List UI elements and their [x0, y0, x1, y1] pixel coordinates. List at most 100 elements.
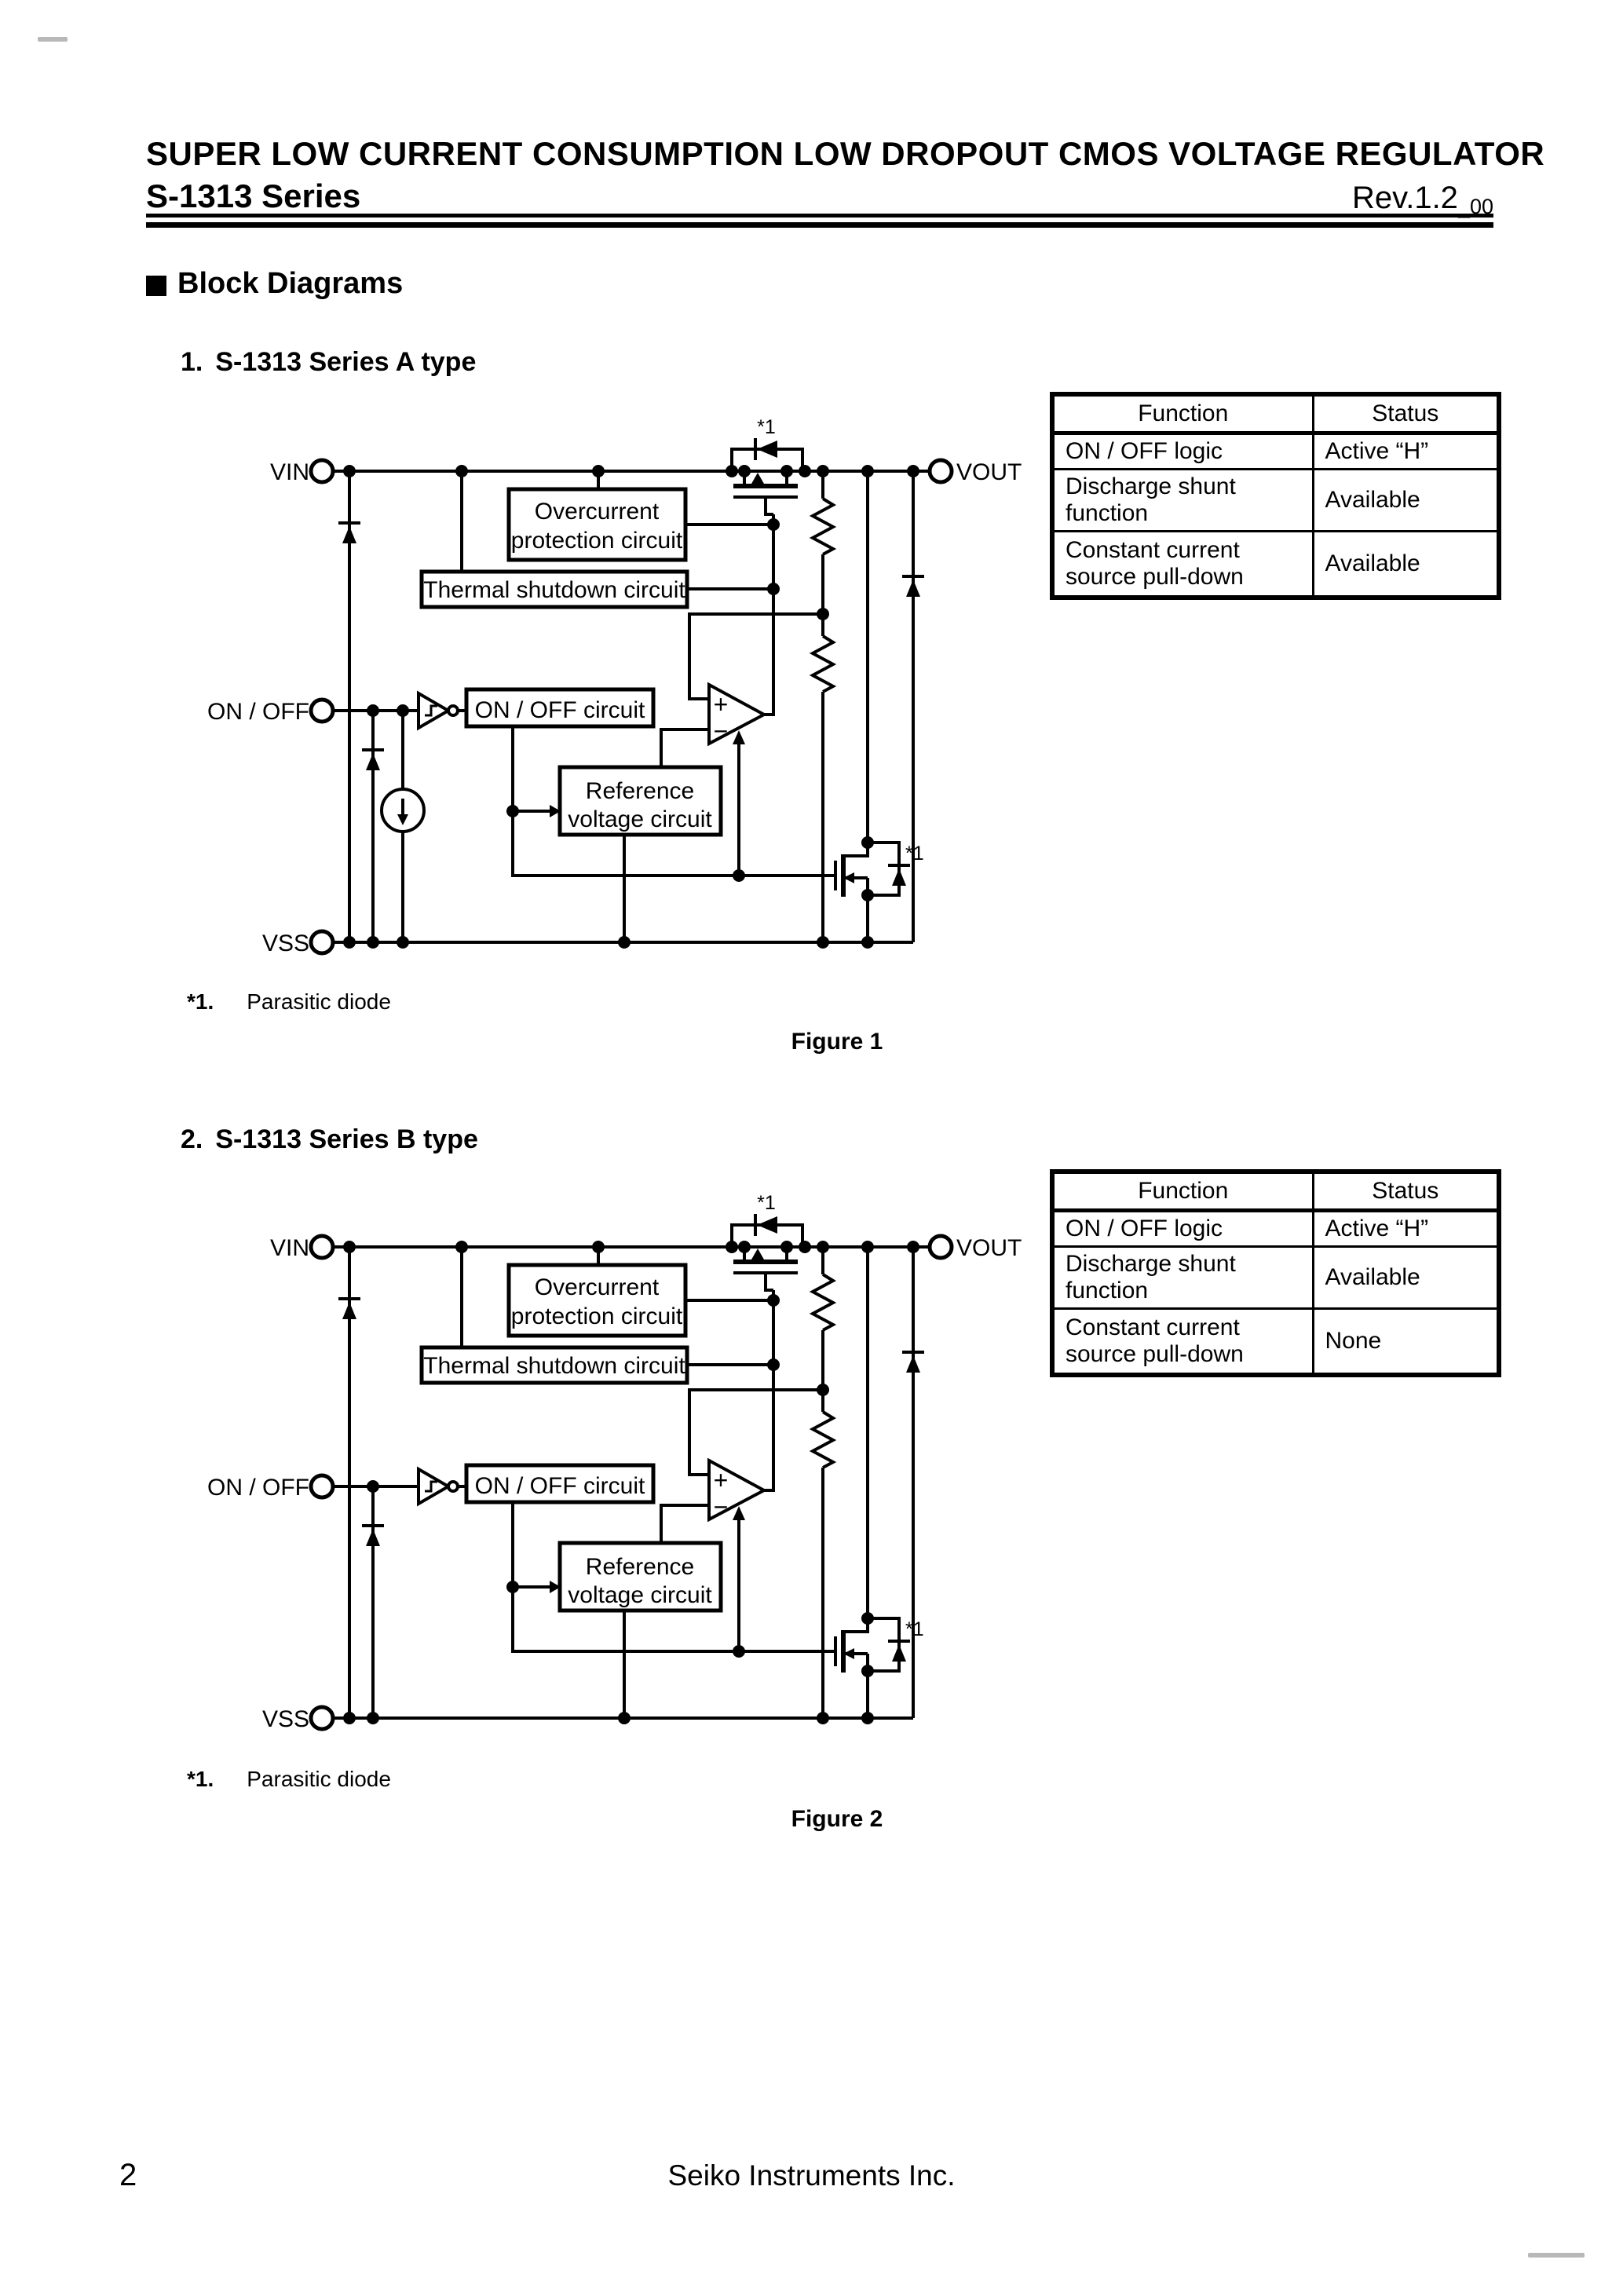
rail-diode-icon — [342, 526, 356, 543]
wires — [333, 438, 930, 944]
schmitt-inverter-icon — [417, 1466, 459, 1507]
thermal-shutdown-box — [419, 569, 689, 609]
vss-terminal — [309, 1705, 335, 1731]
figure2-heading-text: S-1313 Series B type — [215, 1124, 478, 1154]
figure2-caption: Figure 2 — [791, 1806, 883, 1832]
pmos-arrow-icon — [751, 1249, 764, 1260]
table2-row1-function: ON / OFF logic — [1051, 1209, 1314, 1248]
onoff-diode-icon — [366, 753, 380, 770]
onoff-circuit-box — [464, 1463, 656, 1504]
footer-company: Seiko Instruments Inc. — [667, 2159, 956, 2192]
parasitic-ref-top: *1 — [757, 1192, 776, 1214]
table2-row1-status: Active “H” — [1311, 1209, 1501, 1248]
header-rule-bottom — [146, 222, 1493, 228]
table-row: Constant current source pull-down None — [1051, 1307, 1501, 1377]
block-boxes — [419, 487, 723, 837]
thermal-label: Thermal shutdown circuit — [423, 1353, 685, 1379]
nmos-source-arrow-icon — [843, 1648, 854, 1659]
parasitic-diode-top-icon — [757, 1216, 777, 1234]
figure2-note: *1. Parasitic diode — [187, 1767, 391, 1792]
vss-label: VSS — [262, 930, 309, 956]
opamp-enable-arrow-icon — [733, 730, 745, 744]
parasitic-ref-bottom: *1 — [905, 843, 924, 865]
nmos-source-arrow-icon — [843, 872, 854, 883]
overcurrent-label-1: Overcurrent — [535, 1274, 660, 1300]
table-row: Discharge shunt function Available — [1051, 1245, 1501, 1310]
reference-input-arrow-icon — [550, 805, 561, 817]
onoff-diode-icon — [366, 1529, 380, 1546]
schmitt-inverter-icon — [417, 690, 459, 731]
print-mark-top-left — [38, 37, 68, 42]
opamp-plus-label: + — [714, 690, 729, 718]
onoff-terminal — [309, 697, 335, 724]
opamp-plus-label: + — [714, 1466, 729, 1494]
page-number: 2 — [119, 2158, 137, 2192]
figure1-heading-number: 1. — [181, 347, 203, 377]
onoff-circuit-box — [464, 687, 656, 729]
vss-terminal — [309, 929, 335, 956]
vout-label: VOUT — [956, 1235, 1022, 1261]
figure1-caption: Figure 1 — [791, 1029, 883, 1055]
table2-header-status: Status — [1311, 1170, 1501, 1212]
table-row: Discharge shunt function Available — [1051, 468, 1501, 532]
junction-dots — [343, 1241, 919, 1724]
table-row: Constant current source pull-down Availa… — [1051, 530, 1501, 599]
pmos-arrow-icon — [751, 473, 764, 484]
vin-terminal — [309, 458, 335, 484]
figure1-note-marker: *1. — [187, 989, 214, 1014]
opamp-minus-label: − — [714, 1493, 729, 1521]
vout-terminal — [927, 1234, 954, 1260]
thermal-shutdown-box — [419, 1345, 689, 1385]
vin-terminal — [309, 1234, 335, 1260]
print-mark-bottom-right — [1528, 2253, 1585, 2258]
reference-label-1: Reference — [586, 1554, 694, 1580]
reference-voltage-box — [557, 765, 723, 837]
opamp-enable-arrow-icon — [733, 1506, 745, 1520]
current-source — [380, 704, 426, 949]
onoff-label: ON / OFF — [207, 1475, 309, 1501]
table2-row2-function: Discharge shunt function — [1051, 1245, 1314, 1310]
figure2-note-text: Parasitic diode — [247, 1767, 391, 1791]
reference-label-2: voltage circuit — [568, 1582, 712, 1608]
onoff-circuit-label: ON / OFF circuit — [475, 697, 645, 723]
header-rule-top — [146, 214, 1493, 218]
vout-terminal — [927, 458, 954, 484]
diode-and-arrow-glyphs — [342, 441, 920, 886]
function-status-table-1: Function Status ON / OFF logic Active “H… — [1050, 392, 1501, 600]
table1-row3-function: Constant current source pull-down — [1051, 530, 1314, 599]
onoff-circuit-label: ON / OFF circuit — [475, 1473, 645, 1499]
table2-row2-status: Available — [1311, 1245, 1501, 1310]
figure1-note: *1. Parasitic diode — [187, 989, 391, 1015]
section-bullet-square — [146, 276, 166, 296]
figure1-heading-text: S-1313 Series A type — [215, 347, 477, 377]
table2-row3-status: None — [1311, 1307, 1501, 1377]
reference-label-1: Reference — [586, 778, 694, 804]
nmos-body-diode-icon — [892, 868, 906, 886]
block-diagram-b: VIN VOUT ON / OFF VSS Overcurrent protec… — [207, 1192, 1022, 1732]
vout-diode-icon — [906, 1355, 920, 1373]
block-diagram-a: VIN VOUT ON / OFF VSS Overcurrent protec… — [207, 416, 1022, 956]
figure2-heading-number: 2. — [181, 1124, 203, 1154]
vout-label: VOUT — [956, 459, 1022, 485]
table1-row3-status: Available — [1311, 530, 1501, 599]
vin-label: VIN — [270, 1235, 309, 1261]
revision-label: Rev.1.2_00 — [1352, 181, 1493, 219]
table2-header-function: Function — [1051, 1170, 1314, 1212]
block-boxes — [419, 1263, 723, 1613]
reference-input-arrow-icon — [550, 1581, 561, 1593]
parasitic-diode-top-icon — [757, 441, 777, 458]
doc-title: SUPER LOW CURRENT CONSUMPTION LOW DROPOU… — [146, 135, 1545, 172]
table1-row2-function: Discharge shunt function — [1051, 468, 1314, 532]
table1-row1-function: ON / OFF logic — [1051, 432, 1314, 470]
vss-label: VSS — [262, 1706, 309, 1732]
reference-voltage-box — [557, 1541, 723, 1613]
table-row: ON / OFF logic Active “H” — [1051, 432, 1501, 470]
terminals — [309, 1234, 954, 1731]
figure2-heading: 2. S-1313 Series B type — [181, 1124, 478, 1155]
overcurrent-protection-box — [506, 487, 688, 562]
vout-diode-icon — [906, 579, 920, 597]
nmos-body-diode-icon — [892, 1644, 906, 1662]
terminals — [309, 458, 954, 956]
figure2-note-marker: *1. — [187, 1767, 214, 1791]
parasitic-ref-bottom: *1 — [905, 1618, 924, 1640]
